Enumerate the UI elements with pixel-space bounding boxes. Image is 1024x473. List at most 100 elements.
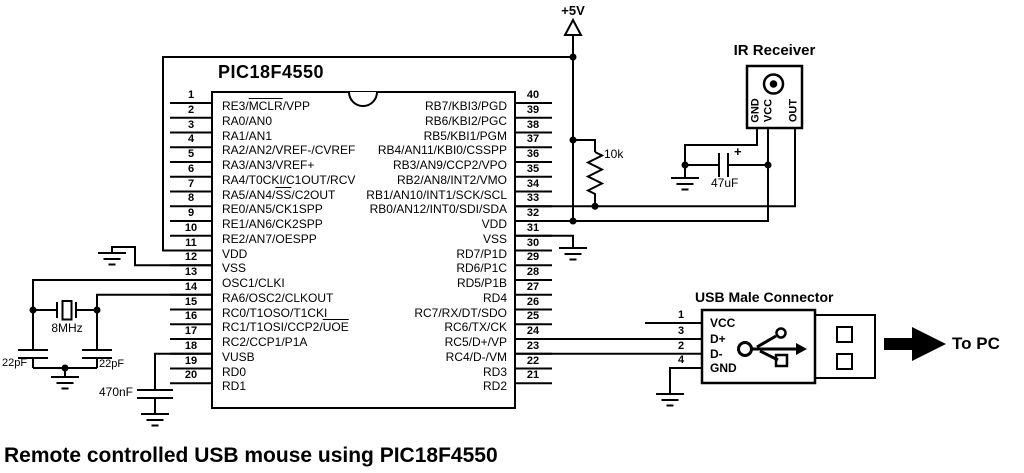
- pin-number: 19: [184, 354, 198, 367]
- chip-notch: [348, 91, 378, 107]
- schematic-caption: Remote controlled USB mouse using PIC18F…: [4, 444, 498, 467]
- usb-pin-number: 2: [677, 339, 685, 352]
- usb-connector-title: USB Male Connector: [695, 289, 834, 305]
- pin-stubs: [170, 102, 552, 385]
- usb-connector-symbol: [645, 308, 876, 407]
- chip-name: PIC18F4550: [218, 62, 325, 82]
- pin-label: RD0: [222, 364, 247, 379]
- pin-number: 24: [526, 325, 540, 337]
- pin-number: 36: [526, 148, 540, 160]
- pin-number: 7: [187, 177, 195, 190]
- pin-label: RD6/P1C: [456, 261, 507, 276]
- pin-label: RA0/AN0: [222, 113, 273, 128]
- pin-label: RA4/T0CKI/C1OUT/RCV: [222, 172, 356, 187]
- pin-number: 20: [184, 369, 198, 382]
- pin-label: VDD: [222, 246, 248, 261]
- pin-label: RC4/D-/VM: [445, 349, 507, 364]
- pin-number: 30: [526, 236, 540, 249]
- pin-number: 14: [184, 280, 198, 293]
- pin-label: RB0/AN12/INT0/SDI/SDA: [369, 202, 507, 217]
- pin-label: RE1/AN6/CK2SPP: [222, 217, 323, 231]
- pin-number: 28: [526, 266, 540, 278]
- power-arrow-icon: [563, 17, 583, 36]
- pin-number: 2: [187, 103, 195, 116]
- pullup-resistor-label: 10k: [604, 147, 624, 161]
- pin-number: 5: [187, 148, 195, 160]
- pullup-resistor-symbol: [573, 139, 605, 210]
- pin-number: 18: [184, 339, 198, 352]
- pin-label: RB7/KBI3/PGD: [424, 99, 507, 113]
- pin-label: RC1/T1OSI/CCP2/UOE: [222, 320, 349, 335]
- vusb-capacitor-label: 470nF: [98, 385, 133, 399]
- pin-label: RA6/OSC2/CLKOUT: [222, 290, 334, 305]
- pin-number: 39: [526, 103, 540, 116]
- right-nets: [515, 128, 796, 355]
- pin-label: RC2/CCP1/P1A: [222, 335, 308, 349]
- pin-label: RD2: [482, 379, 507, 394]
- crystal-label: 8MHz: [51, 321, 83, 335]
- pin-number: 21: [526, 369, 540, 382]
- pin-label: RB1/AN10/INT1/SCK/SCL: [366, 187, 507, 202]
- ir-pin-label: VCC: [762, 98, 775, 123]
- crystal-icon: [61, 300, 73, 321]
- pin-label: RE3/MCLR/VPP: [222, 99, 311, 113]
- pin-number: 16: [184, 310, 198, 323]
- pin-number: 25: [526, 310, 540, 323]
- pin-label: VSS: [482, 231, 507, 246]
- crystal-cap-left-label: 22pF: [2, 357, 28, 369]
- usb-trident-icon: [737, 327, 807, 368]
- ir-receiver-symbol: [670, 64, 804, 191]
- pin-label: RD7/P1D: [456, 246, 507, 261]
- pin-number: 9: [187, 207, 195, 219]
- ir-lens-icon: [762, 73, 785, 95]
- vss-ground: [97, 246, 212, 267]
- usb-pin-number: 4: [677, 354, 685, 366]
- pin-label: RD4: [482, 290, 507, 305]
- usb-pin-label: GND: [710, 361, 737, 375]
- pin-label: RA3/AN3/VREF+: [222, 158, 315, 172]
- pin-number: 27: [526, 280, 540, 293]
- pin-number: 3: [187, 118, 195, 131]
- pin-label: RE2/AN7/OESPP: [222, 231, 317, 246]
- pin-number: 26: [526, 295, 540, 308]
- pin-label: RE0/AN5/CK1SPP: [222, 202, 323, 217]
- pin-label: VSS: [222, 261, 247, 276]
- pin-number: 4: [187, 133, 195, 146]
- ir-capacitor-polarity: +: [734, 144, 742, 159]
- pin-number: 17: [184, 325, 198, 337]
- to-pc-arrow-icon: [884, 327, 946, 361]
- to-pc-label: To PC: [952, 334, 1000, 353]
- pin-number: 10: [184, 221, 198, 234]
- ir-pin-label: OUT: [787, 98, 800, 123]
- pin-label: RC0/T1OSO/T1CKI: [222, 305, 328, 320]
- usb-pin-label: D-: [710, 346, 723, 361]
- pin-label: RC5/D+/VP: [444, 335, 507, 349]
- power-5v-label: +5V: [561, 3, 585, 18]
- pin-number: 23: [526, 339, 540, 352]
- pin-label: OSC1/CLKI: [222, 276, 285, 290]
- ir-capacitor-symbol: [685, 153, 772, 177]
- pin-number: 33: [526, 192, 540, 205]
- pin-number: 32: [526, 207, 540, 219]
- pin-number: 12: [184, 251, 198, 264]
- pin-number: 40: [526, 89, 540, 101]
- pin-number: 31: [526, 221, 540, 234]
- pin-label: RB4/AN11/KBI0/CSSPP: [377, 143, 507, 158]
- pin-number: 22: [526, 354, 540, 367]
- pin-label: RD5/P1B: [456, 276, 507, 290]
- pin-number: 6: [187, 162, 195, 175]
- pin-label: RA2/AN2/VREF-/CVREF: [222, 143, 356, 158]
- pin-label: RC6/TX/CK: [444, 320, 507, 335]
- pin-number: 8: [187, 192, 195, 205]
- crystal-cap-right-label: 22pF: [99, 358, 125, 370]
- pin-number: 29: [526, 251, 540, 264]
- usb-shell-icon: [814, 314, 876, 379]
- pin-number: 34: [526, 177, 540, 190]
- usb-pin-label: VCC: [710, 316, 736, 330]
- pin-label: RB5/KBI1/PGM: [423, 128, 507, 143]
- pin-label: RC7/RX/DT/SDO: [414, 305, 507, 320]
- pin-label: RA1/AN1: [222, 128, 273, 143]
- pin-label: RB2/AN8/INT2/VMO: [396, 172, 507, 187]
- pin-label: RA5/AN4/SS/C2OUT: [222, 187, 336, 202]
